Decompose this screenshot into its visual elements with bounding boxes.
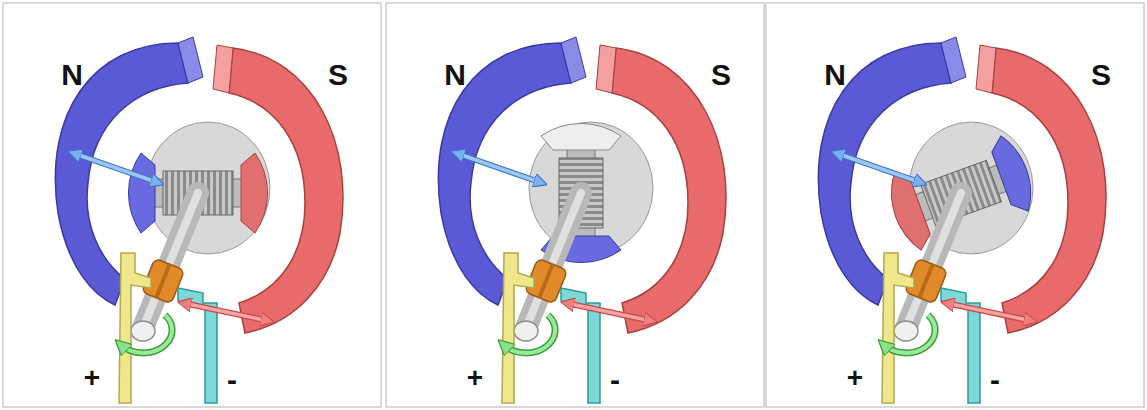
pole-label: S — [711, 60, 731, 90]
motor-panel — [386, 3, 764, 407]
terminal-label: - — [990, 365, 1000, 395]
terminal-label: - — [227, 365, 237, 395]
pole-label: N — [61, 60, 83, 90]
terminal-label: + — [847, 364, 863, 392]
pole-label: S — [328, 60, 348, 90]
motor-panel — [3, 3, 381, 407]
motor-panel — [766, 3, 1144, 407]
pole-label: N — [824, 60, 846, 90]
terminal-label: + — [467, 364, 483, 392]
terminal-label: + — [84, 364, 100, 392]
pole-label: S — [1091, 60, 1111, 90]
terminal-label: - — [610, 365, 620, 395]
pole-label: N — [444, 60, 466, 90]
